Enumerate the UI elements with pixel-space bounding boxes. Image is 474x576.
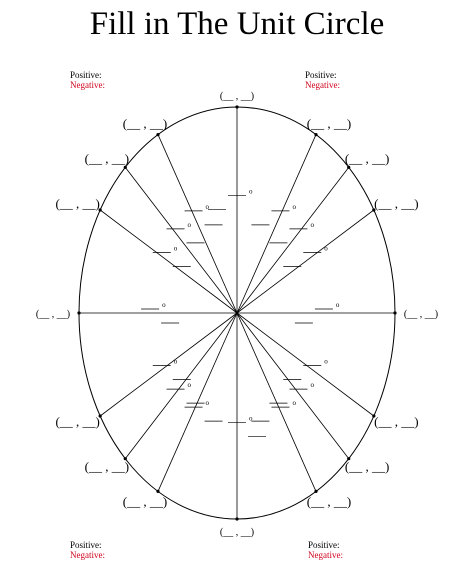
positive-label: Positive: (70, 70, 102, 80)
coordinate-blank-150: (__ , __) (55, 196, 99, 211)
degree-symbol-240: o (206, 399, 210, 407)
degree-symbol-300: o (292, 399, 296, 407)
circle-point-0 (393, 311, 397, 315)
coordinate-blank-90: (__ , __) (220, 91, 254, 102)
circle-point-60 (314, 132, 318, 137)
circle-point-225 (123, 457, 127, 461)
coordinate-blank-30: (__ , __) (374, 196, 418, 211)
negative-label: Negative: (308, 550, 343, 560)
circle-point-240 (156, 489, 160, 494)
degree-symbol-135: o (188, 221, 192, 229)
radius-line-60 (236, 134, 317, 314)
circle-point-180 (77, 311, 81, 315)
circle-point-150 (98, 208, 102, 212)
quadrant-1-sign-labels: Positive: Negative: (305, 70, 340, 90)
radius-line-330 (236, 312, 375, 417)
circle-point-120 (156, 132, 160, 137)
degree-symbol-210: o (174, 358, 178, 366)
quadrant-2-sign-labels: Positive: Negative: (70, 70, 105, 90)
circle-point-300 (314, 489, 318, 494)
degree-symbol-0: o (336, 301, 340, 309)
circle-point-210 (98, 414, 102, 418)
negative-label: Negative: (70, 80, 105, 90)
coordinate-blank-120: (__ , __) (123, 116, 167, 131)
radius-line-150 (99, 209, 238, 314)
circle-point-330 (372, 414, 376, 418)
circle-point-315 (347, 457, 351, 461)
radius-line-30 (236, 209, 375, 314)
negative-label: Negative: (305, 80, 340, 90)
quadrant-3-sign-labels: Positive: Negative: (70, 540, 105, 560)
page-title: Fill in The Unit Circle (89, 6, 385, 42)
degree-symbol-225: o (188, 381, 192, 389)
degree-symbol-30: o (324, 244, 328, 252)
circle-point-30 (372, 208, 376, 212)
coordinate-blank-0: (__ , __) (404, 309, 438, 320)
coordinate-blank-180: (__ , __) (36, 309, 70, 320)
coordinate-blank-45: (__ , __) (345, 151, 389, 166)
radius-line-45 (236, 167, 350, 314)
degree-symbol-120: o (206, 203, 210, 211)
positive-label: Positive: (308, 540, 340, 550)
positive-label: Positive: (70, 540, 102, 550)
degree-symbol-90: o (249, 188, 253, 196)
circle-point-45 (347, 165, 351, 169)
positive-label: Positive: (305, 70, 337, 80)
coordinate-blank-330: (__ , __) (374, 414, 418, 429)
degree-symbol-150: o (174, 244, 178, 252)
coordinate-blank-315: (__ , __) (345, 459, 389, 474)
coordinate-blank-270: (__ , __) (220, 527, 254, 538)
radius-line-135 (124, 167, 238, 314)
coordinate-blank-300: (__ , __) (307, 494, 351, 509)
radius-line-210 (99, 312, 238, 417)
coordinate-blank-210: (__ , __) (55, 414, 99, 429)
degree-symbol-180: o (162, 301, 166, 309)
radius-line-225 (124, 312, 238, 459)
degree-symbol-270: o (249, 414, 253, 422)
circle-point-135 (123, 165, 127, 169)
negative-label: Negative: (70, 550, 105, 560)
degree-symbol-330: o (324, 358, 328, 366)
radius-line-315 (236, 312, 350, 459)
coordinate-blank-225: (__ , __) (85, 459, 129, 474)
circle-point-90 (235, 105, 239, 109)
coordinate-blank-60: (__ , __) (307, 116, 351, 131)
radius-line-240 (157, 312, 238, 492)
coordinate-blank-135: (__ , __) (85, 151, 129, 166)
radius-line-300 (236, 312, 317, 492)
degree-symbol-45: o (310, 221, 314, 229)
radius-line-120 (157, 134, 238, 314)
quadrant-4-sign-labels: Positive: Negative: (308, 540, 343, 560)
circle-point-270 (235, 517, 239, 521)
degree-symbol-315: o (310, 381, 314, 389)
degree-symbol-60: o (292, 203, 296, 211)
coordinate-blank-240: (__ , __) (123, 494, 167, 509)
